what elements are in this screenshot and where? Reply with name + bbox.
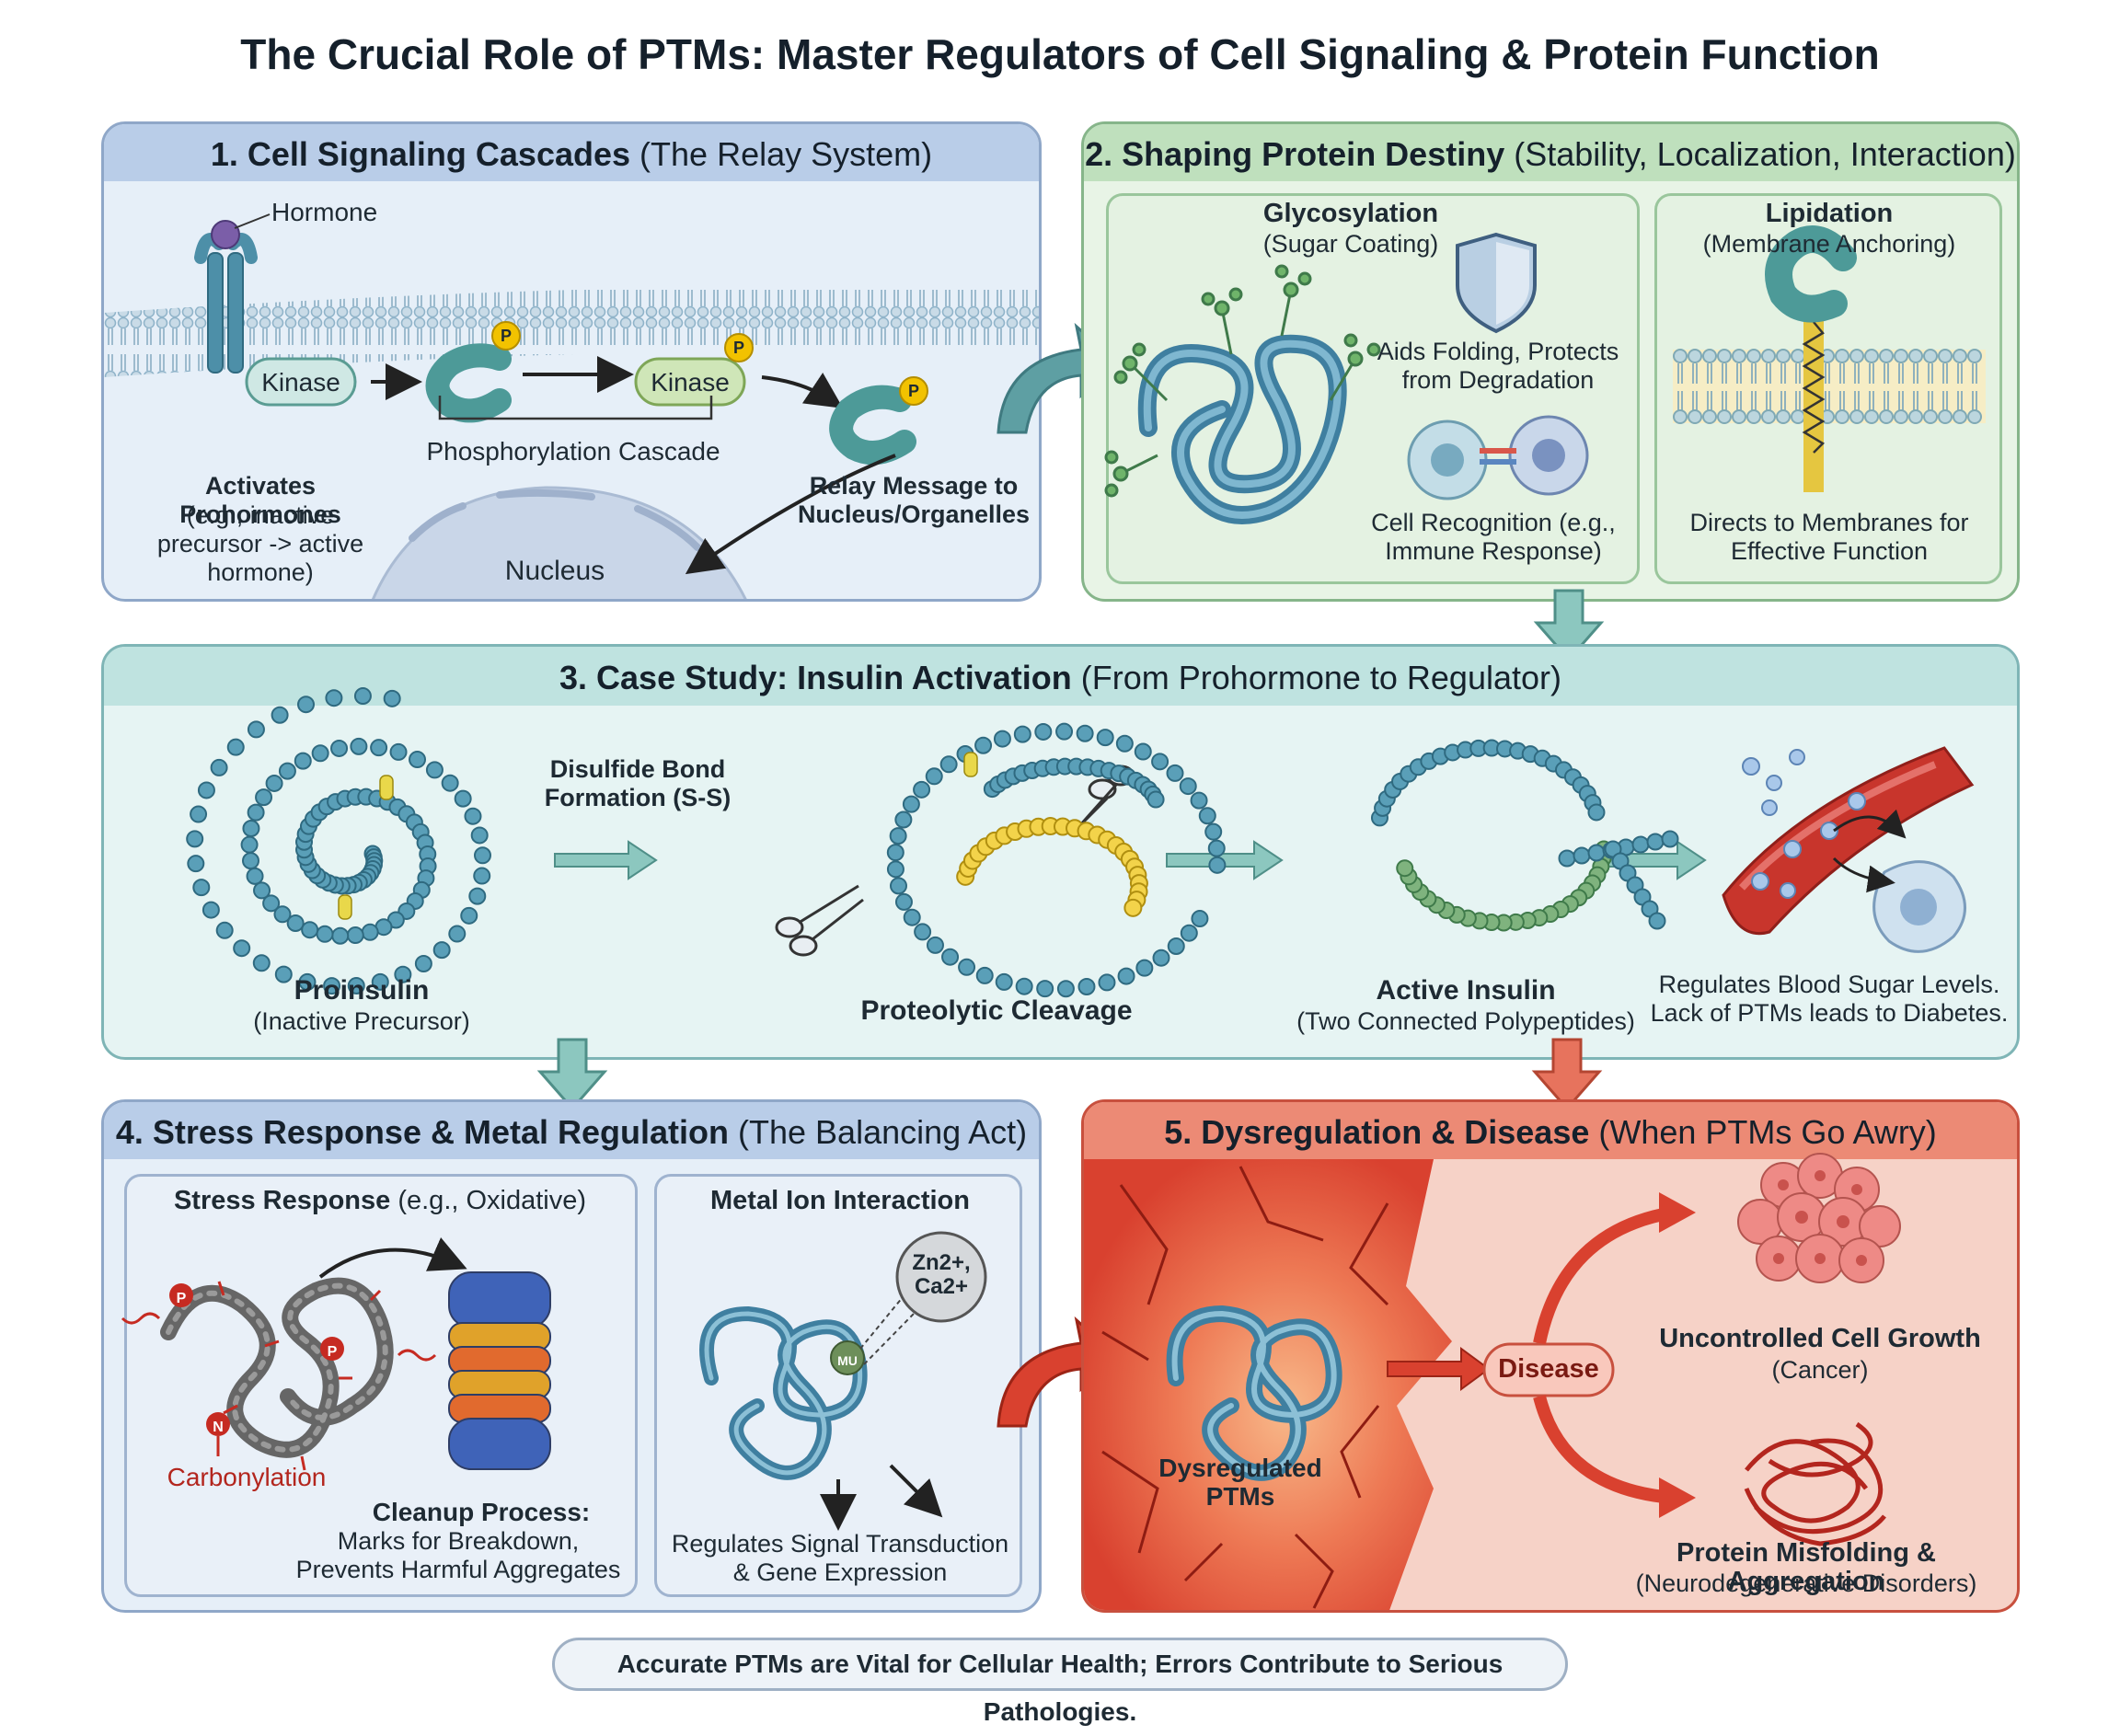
cell-recognition-label: Cell Recognition (e.g., Immune Response): [1371, 509, 1616, 565]
active-insulin-label: Active Insulin: [1376, 975, 1556, 1006]
panel-heading: 5. Dysregulation & Disease (When PTMs Go…: [1164, 1113, 1937, 1151]
cancer-cells-icon: [1737, 1153, 1901, 1283]
panel-heading: 3. Case Study: Insulin Activation (From …: [559, 659, 1561, 696]
panel-cell-signaling: 1. Cell Signaling Cascades (The Relay Sy…: [101, 121, 1042, 602]
metal-ion-desc: Regulates Signal Transduction & Gene Exp…: [671, 1530, 1009, 1586]
stress-response-title: Stress Response (e.g., Oxidative): [173, 1186, 587, 1215]
cancer-subtitle: (Cancer): [1771, 1356, 1869, 1384]
nucleus-label: Nucleus: [504, 556, 605, 586]
cancer-title: Uncontrolled Cell Growth: [1659, 1324, 1981, 1353]
prohormones-desc: (e.g., inactive precursor -> active horm…: [156, 501, 364, 586]
phospho-marker-2: P: [732, 339, 744, 357]
cleanup-desc: Marks for Breakdown, Prevents Harmful Ag…: [295, 1527, 621, 1583]
lipid-bilayer: [1673, 349, 1982, 424]
glycosylation-subtitle: (Sugar Coating): [1262, 230, 1439, 258]
stress-metal-illustration: [121, 1231, 987, 1531]
active-insulin-subtitle: (Two Connected Polypeptides): [1296, 1007, 1635, 1035]
panel-heading: 1. Cell Signaling Cascades (The Relay Sy…: [210, 135, 933, 173]
misfolding-subtitle: (Neurodegenerative Disorders): [1635, 1569, 1977, 1597]
phospho-marker-a: P: [176, 1291, 187, 1306]
insulin-illustration: [186, 687, 1975, 998]
flow-arrow-2-to-3: [1533, 589, 1605, 662]
phosphorylation-cascade-label: Phosphorylation Cascade: [426, 437, 720, 466]
receptor-icon: [194, 220, 258, 374]
panel-stress-metal: 4. Stress Response & Metal Regulation (T…: [101, 1099, 1042, 1613]
relay-message-label: Relay Message to Nucleus/Organelles: [797, 472, 1031, 528]
proteasome-icon: [448, 1271, 551, 1470]
proinsulin-subtitle: (Inactive Precursor): [253, 1007, 470, 1035]
flow-arrow-3-to-4: [536, 1038, 608, 1111]
metal-ion-title: Metal Ion Interaction: [710, 1186, 970, 1215]
phospho-marker-1: P: [500, 327, 512, 345]
glycosylation-protect-label: Aids Folding, Protects from Degradation: [1377, 338, 1619, 394]
page-title: The Crucial Role of PTMs: Master Regulat…: [240, 30, 1880, 78]
panel-dysregulation-disease: 5. Dysregulation & Disease (When PTMs Go…: [1081, 1099, 2020, 1613]
cell-membrane-illustration: [104, 213, 1039, 599]
aggregate-icon: [1744, 1421, 1886, 1546]
hormone-label: Hormone: [271, 198, 378, 226]
glycosylation-title: Glycosylation: [1262, 199, 1439, 228]
prohormones-title: Activates Prohormones: [179, 472, 341, 528]
kinase-1-label: Kinase: [261, 368, 340, 397]
disulfide-label: Disulfide Bond Formation (S-S): [544, 755, 732, 811]
carbonyl-marker: N: [213, 1420, 224, 1435]
disease-illustration: [1084, 1153, 1901, 1610]
panel-heading: 2. Shaping Protein Destiny (Stability, L…: [1085, 135, 2016, 173]
dysregulated-ptms-label: Dysregulated PTMs: [1158, 1454, 1322, 1511]
flow-arrow-3-to-5: [1531, 1038, 1603, 1111]
phospho-marker-3: P: [907, 382, 919, 400]
panel-heading: 4. Stress Response & Metal Regulation (T…: [115, 1113, 1028, 1151]
footer-summary: Accurate PTMs are Vital for Cellular Hea…: [552, 1638, 1568, 1726]
proteolytic-cleavage-label: Proteolytic Cleavage: [860, 995, 1133, 1026]
lipidation-desc: Directs to Membranes for Effective Funct…: [1689, 509, 1969, 565]
glycosylation-illustration: /* lipid heads drawn below */: [1104, 225, 1986, 524]
carbonylation-label: Carbonylation: [167, 1463, 327, 1491]
disease-pill: Disease: [1498, 1354, 1599, 1384]
cleanup-title: Cleanup Process:: [372, 1498, 591, 1526]
scissors-icon: [775, 884, 864, 957]
metal-ion-labels: Zn2+, Ca2+: [912, 1250, 971, 1299]
shield-icon: [1456, 232, 1537, 334]
proinsulin-label: Proinsulin: [294, 975, 430, 1006]
blood-sugar-label: Regulates Blood Sugar Levels. Lack of PT…: [1650, 971, 2009, 1027]
misfolding-title: Protein Misfolding & Aggregation: [1676, 1538, 1936, 1596]
lipidation-title: Lipidation: [1765, 199, 1894, 228]
glycosylation-box: [1106, 193, 1640, 584]
panel-protein-destiny: 2. Shaping Protein Destiny (Stability, L…: [1081, 121, 2020, 602]
panel-insulin-case-study: 3. Case Study: Insulin Activation (From …: [101, 644, 2020, 1060]
phospho-marker-b: P: [327, 1344, 338, 1360]
kinase-2-label: Kinase: [651, 368, 730, 397]
metal-binding-site: MU: [837, 1353, 858, 1368]
lipidation-subtitle: (Membrane Anchoring): [1702, 230, 1956, 258]
